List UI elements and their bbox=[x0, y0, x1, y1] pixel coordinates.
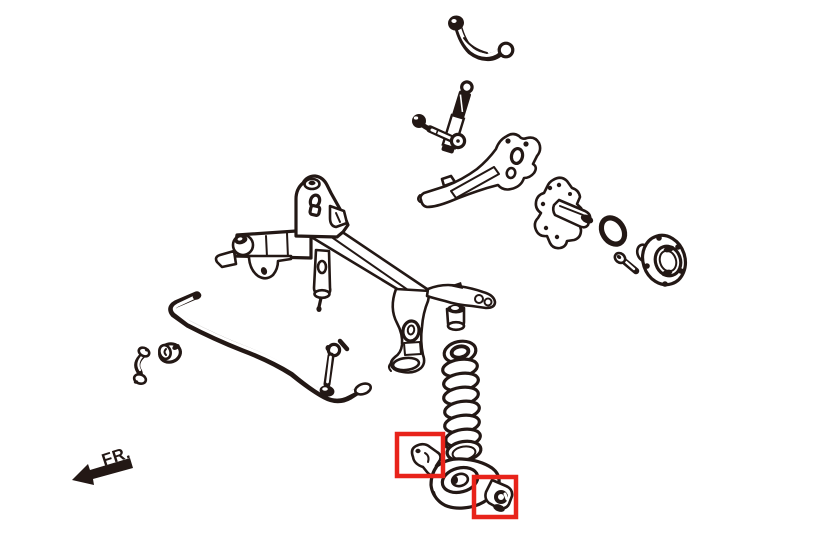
barrel-top-hole bbox=[451, 306, 459, 310]
seat-hole-shadow bbox=[452, 476, 458, 484]
front-arrow-icon bbox=[72, 458, 133, 485]
tower-dome-bolt bbox=[308, 180, 316, 186]
knuckle-hole-5 bbox=[554, 234, 560, 240]
stabilizer-end-link bbox=[319, 338, 350, 397]
upper-arm-front-bushing bbox=[448, 15, 464, 31]
trailing-arm-bolt-1 bbox=[505, 138, 511, 144]
rear-subframe bbox=[214, 174, 497, 374]
fork-crease bbox=[424, 452, 430, 463]
upper-arm-seam bbox=[463, 37, 488, 54]
stabilizer-bar-tube bbox=[168, 291, 365, 404]
highlight-box-1 bbox=[394, 431, 446, 479]
trailing-arm-hole-1 bbox=[509, 146, 525, 166]
knuckle-hole-6 bbox=[568, 192, 572, 196]
upper-arm-front-bushing-hole bbox=[451, 19, 457, 23]
left-beam-seam-2 bbox=[286, 232, 289, 259]
stabilizer-bar-end-paddle bbox=[353, 382, 373, 396]
trailing-arm-plate bbox=[450, 166, 500, 199]
knuckle-hole-3 bbox=[540, 201, 546, 207]
hub-shadow-top bbox=[663, 245, 675, 253]
spring-insulator-upper-hole bbox=[449, 344, 471, 360]
toe-link bbox=[412, 114, 467, 150]
wheel-hub bbox=[635, 233, 688, 287]
stabilizer-bar-end-cap bbox=[192, 292, 202, 300]
arm-head-curl-1 bbox=[474, 294, 484, 304]
hanging-bracket-notch bbox=[260, 267, 268, 275]
toe-link-collar bbox=[435, 129, 439, 136]
hub-stud-2 bbox=[675, 244, 681, 250]
trailing-arm-hole-2 bbox=[505, 166, 517, 180]
toe-link-rod-core bbox=[430, 128, 452, 140]
bushing-slit bbox=[163, 348, 167, 356]
subframe-leg-bolt bbox=[317, 296, 323, 309]
barrel-bottom bbox=[446, 320, 466, 332]
stabilizer-bushing bbox=[158, 342, 182, 364]
subframe-curved-leg-foot bbox=[391, 356, 421, 372]
knuckle-hole-4 bbox=[543, 225, 549, 231]
upper-arm-rear-bushing bbox=[497, 41, 515, 59]
subframe-leg-bushing-hole bbox=[406, 324, 416, 336]
end-link-top-shadow bbox=[325, 345, 331, 351]
knuckle-hole-1 bbox=[547, 185, 553, 191]
upper-control-arm bbox=[448, 15, 515, 62]
tower-flap-tick bbox=[335, 212, 341, 223]
seat-bottom-rim bbox=[433, 491, 473, 510]
trailing-arm-bolt-2 bbox=[523, 141, 529, 147]
shock-body-shine bbox=[459, 94, 464, 113]
knuckle-hole-2 bbox=[556, 182, 562, 188]
tower-hole-2 bbox=[308, 204, 322, 217]
spindle-seam bbox=[559, 205, 584, 216]
trailing-arm-tab bbox=[440, 174, 457, 188]
bracket-bolt-hole-2 bbox=[133, 380, 139, 384]
knuckle bbox=[533, 176, 594, 250]
toe-link-end-dot bbox=[456, 139, 460, 143]
subframe-middle-leg-foot bbox=[313, 288, 331, 300]
subframe-hanging-bracket bbox=[247, 254, 293, 280]
end-link-bottom-shine bbox=[322, 387, 328, 391]
trailing-arm-outline bbox=[419, 132, 542, 209]
arm-head-curl-2 bbox=[483, 297, 493, 307]
bushing-shadow bbox=[172, 344, 180, 350]
stabilizer-bracket bbox=[132, 346, 151, 386]
front-direction-indicator: FR. bbox=[72, 443, 133, 485]
subframe-left-wing bbox=[214, 249, 238, 269]
left-beam-seam-1 bbox=[265, 235, 268, 258]
end-link-stud bbox=[337, 338, 350, 352]
rear-tab-bushing-gap bbox=[503, 492, 509, 501]
left-boss-bolt-shine bbox=[237, 237, 243, 241]
highlight-box-2 bbox=[471, 474, 519, 520]
coil-spring-assembly bbox=[441, 339, 483, 463]
hub-stud-3 bbox=[678, 268, 684, 274]
rear-tab-shadow bbox=[493, 504, 505, 512]
hub-stud-4 bbox=[662, 281, 668, 287]
subframe-foot-curl bbox=[388, 362, 392, 372]
subframe-middle-leg-hole bbox=[316, 259, 328, 275]
shock-tip bbox=[441, 144, 455, 154]
end-link-body-core bbox=[326, 355, 332, 384]
hub-stud-5 bbox=[644, 263, 650, 269]
hub-shadow-bottom bbox=[661, 269, 673, 277]
hub-stud-1 bbox=[656, 235, 662, 241]
fork-hole bbox=[415, 448, 421, 454]
subframe-leg-bolt-tip bbox=[316, 306, 322, 312]
trailing-arm bbox=[417, 132, 542, 209]
spindle-tip bbox=[580, 214, 594, 224]
hub-bolt-shaft-core bbox=[624, 260, 636, 271]
hub-bolt-head-dot bbox=[616, 254, 622, 260]
trailing-arm-tip-curl bbox=[417, 194, 421, 203]
arm-head-wedge bbox=[449, 282, 463, 289]
toe-link-ball-shine bbox=[413, 116, 419, 120]
rear-lower-arm bbox=[410, 442, 514, 512]
subframe-leg-panel bbox=[403, 341, 422, 356]
subframe-right-beam-seam bbox=[316, 226, 422, 300]
upper-arm-body-core bbox=[457, 25, 503, 57]
hub-bolt bbox=[613, 251, 640, 275]
bracket-body-core bbox=[137, 354, 144, 372]
oil-seal bbox=[598, 215, 628, 247]
bracket-bolt-hole bbox=[145, 348, 149, 352]
subframe-leg-bushing bbox=[401, 319, 421, 343]
